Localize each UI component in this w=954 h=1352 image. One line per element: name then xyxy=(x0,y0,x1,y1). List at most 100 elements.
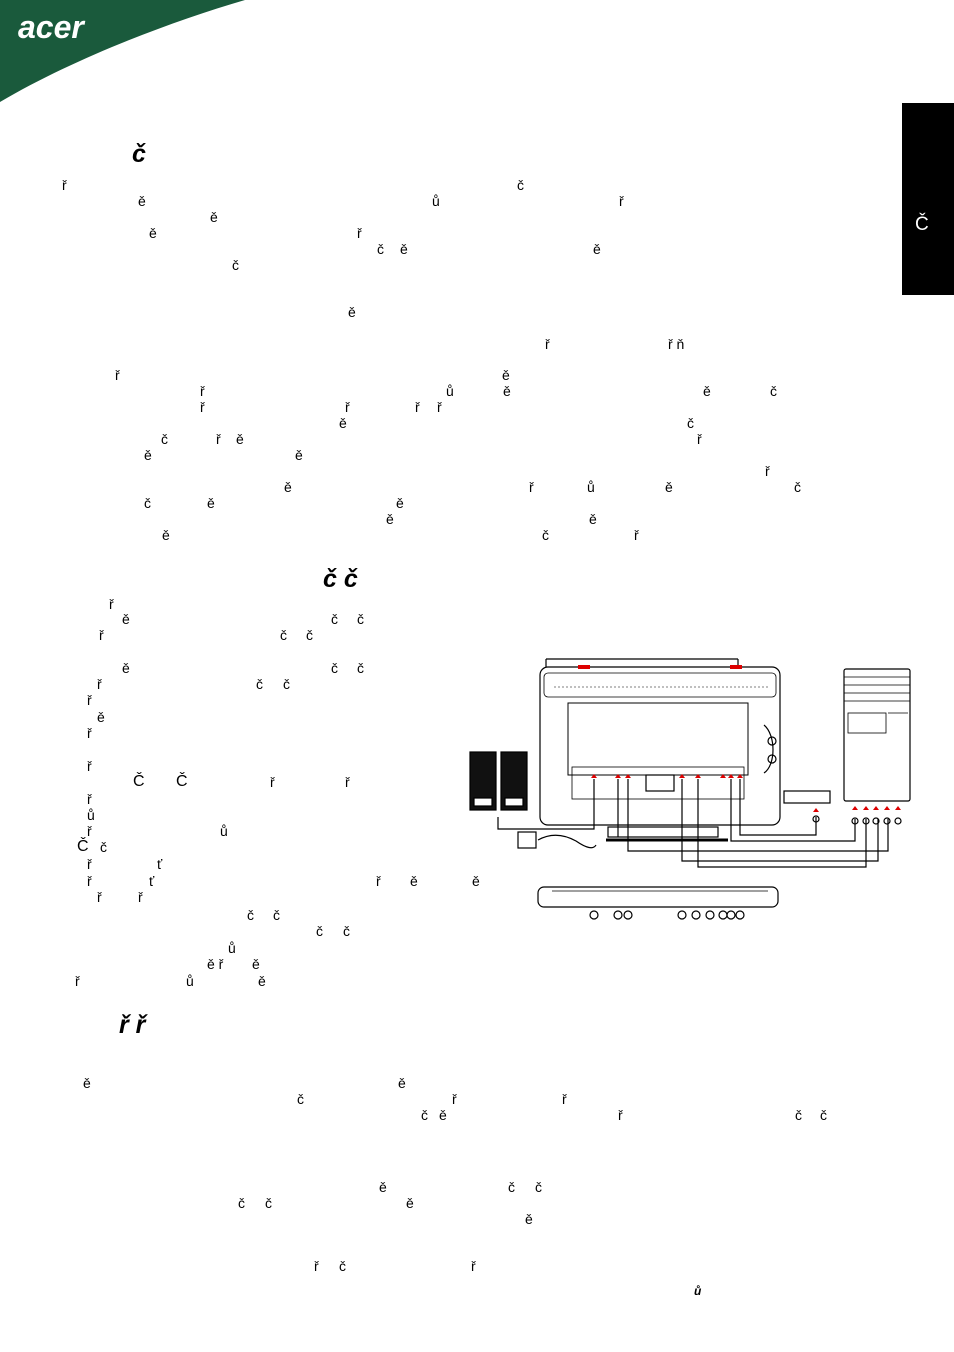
text-fragment: ů xyxy=(432,193,440,209)
text-fragment: č xyxy=(343,923,350,939)
text-fragment: ř xyxy=(87,823,92,839)
text-fragment: č xyxy=(357,611,364,627)
text-fragment: č xyxy=(331,611,338,627)
text-fragment: ů xyxy=(228,940,236,956)
text-fragment: Č xyxy=(133,773,145,790)
text-fragment: č xyxy=(820,1107,827,1123)
text-fragment: č xyxy=(161,431,168,447)
text-fragment: ř xyxy=(87,791,92,807)
text-fragment: ě xyxy=(284,479,292,495)
text-fragment: č xyxy=(542,527,549,543)
section-heading: č č xyxy=(323,565,358,593)
text-fragment: ě xyxy=(379,1179,387,1195)
text-fragment: ř xyxy=(437,399,442,415)
text-fragment: ě xyxy=(348,304,356,320)
text-fragment: ě xyxy=(410,873,418,889)
text-fragment: č xyxy=(517,177,524,193)
text-fragment: ť xyxy=(149,873,155,889)
text-fragment: ů xyxy=(220,823,228,839)
text-fragment: ř xyxy=(765,463,770,479)
text-fragment: ě xyxy=(398,1075,406,1091)
text-fragment: ř xyxy=(62,177,67,193)
text-fragment: ě xyxy=(295,447,303,463)
text-fragment: č xyxy=(247,907,254,923)
text-fragment: ř ň xyxy=(668,336,685,352)
text-fragment: ů xyxy=(186,973,194,989)
text-fragment: ř xyxy=(545,336,550,352)
text-fragment: ě xyxy=(207,495,215,511)
text-fragment: ř xyxy=(376,873,381,889)
text-fragment: ř xyxy=(99,627,104,643)
text-fragment: ř xyxy=(109,596,114,612)
text-fragment: ě xyxy=(406,1195,414,1211)
text-fragment: ě xyxy=(252,956,260,972)
language-tab-label: Č xyxy=(915,214,929,235)
text-fragment: č xyxy=(306,627,313,643)
text-fragment: ě xyxy=(472,873,480,889)
text-fragment: ě xyxy=(149,225,157,241)
text-fragment: ř xyxy=(562,1091,567,1107)
text-fragment: ř xyxy=(200,399,205,415)
text-fragment: ě xyxy=(502,367,510,383)
text-fragment: ů xyxy=(587,479,595,495)
footnote: ů xyxy=(694,1284,702,1298)
text-fragment: č xyxy=(283,676,290,692)
text-fragment: ě xyxy=(236,431,244,447)
text-fragment: ř xyxy=(619,193,624,209)
text-fragment: ř xyxy=(87,758,92,774)
text-fragment: ř xyxy=(200,383,205,399)
text-fragment: ů xyxy=(87,807,95,823)
text-fragment: ě xyxy=(339,415,347,431)
text-fragment: ř xyxy=(314,1258,319,1274)
text-fragment: č xyxy=(238,1195,245,1211)
text-fragment: Č xyxy=(77,838,89,855)
text-fragment: ř xyxy=(357,225,362,241)
language-tab: Č xyxy=(902,103,954,295)
text-fragment: ě xyxy=(162,527,170,543)
section-heading: č xyxy=(132,140,146,168)
text-fragment: ě xyxy=(138,193,146,209)
text-fragment: č xyxy=(508,1179,515,1195)
text-fragment: č xyxy=(770,383,777,399)
text-fragment: č xyxy=(339,1258,346,1274)
text-fragment: č xyxy=(280,627,287,643)
text-fragment: ě xyxy=(703,383,711,399)
text-fragment: ř xyxy=(97,889,102,905)
text-fragment: ř xyxy=(115,367,120,383)
text-fragment: ř xyxy=(471,1258,476,1274)
text-fragment: ě xyxy=(122,660,130,676)
text-fragment: ř xyxy=(415,399,420,415)
text-fragment: č xyxy=(357,660,364,676)
text-fragment: ě xyxy=(386,511,394,527)
acer-logo: acer xyxy=(18,9,85,45)
text-fragment: č xyxy=(795,1107,802,1123)
text-fragment: ř xyxy=(452,1091,457,1107)
text-fragment: ř xyxy=(345,774,350,790)
text-fragment: ě xyxy=(97,709,105,725)
section-heading: ř ř xyxy=(119,1011,146,1039)
text-fragment: č xyxy=(316,923,323,939)
text-fragment: č xyxy=(144,495,151,511)
text-fragment: ě xyxy=(503,383,511,399)
text-fragment: č xyxy=(535,1179,542,1195)
text-fragment: ř xyxy=(529,479,534,495)
text-fragment: ř xyxy=(138,889,143,905)
text-fragment: ě xyxy=(83,1075,91,1091)
text-fragment: ě xyxy=(593,241,601,257)
text-fragment: ě xyxy=(665,479,673,495)
text-fragment: ř xyxy=(75,973,80,989)
text-fragment: ě xyxy=(258,973,266,989)
text-fragment: ů xyxy=(446,383,454,399)
text-fragment: č xyxy=(687,415,694,431)
text-fragment: ě ř xyxy=(207,956,224,972)
text-fragment: ř xyxy=(270,774,275,790)
text-fragment: ř xyxy=(87,692,92,708)
text-fragment: č xyxy=(100,839,107,855)
text-fragment: č xyxy=(265,1195,272,1211)
text-fragment: č xyxy=(232,257,239,273)
text-fragment: ř xyxy=(97,676,102,692)
text-fragment: ř xyxy=(87,856,92,872)
text-fragment: ě xyxy=(439,1107,447,1123)
text-fragment: ř xyxy=(697,431,702,447)
text-fragment: ř xyxy=(87,873,92,889)
